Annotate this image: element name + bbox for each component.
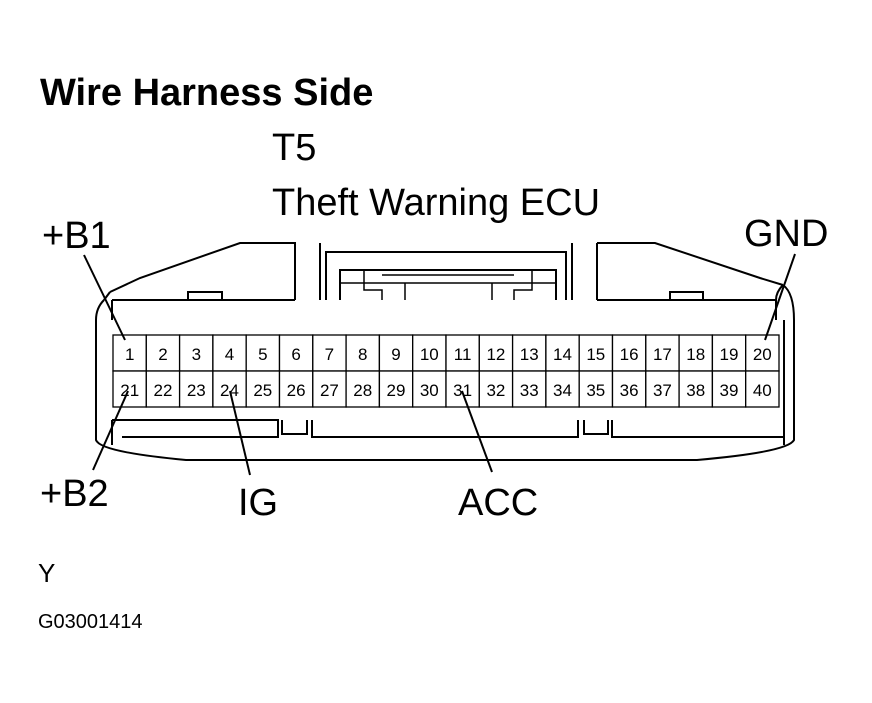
color-code: Y bbox=[38, 558, 55, 588]
pin-label-10: 10 bbox=[420, 345, 439, 364]
b2-leader bbox=[92, 390, 129, 471]
pin-label-37: 37 bbox=[653, 381, 672, 400]
pin-cell-31 bbox=[445, 370, 480, 408]
pin-label-19: 19 bbox=[720, 345, 739, 364]
pin-cell-8 bbox=[345, 334, 381, 372]
pin-label-28: 28 bbox=[353, 381, 372, 400]
acc-leader bbox=[461, 390, 493, 473]
b1-leader bbox=[83, 254, 126, 341]
pin-label-38: 38 bbox=[686, 381, 705, 400]
pin-label-24: 24 bbox=[220, 381, 239, 400]
pin-cell-9 bbox=[378, 334, 414, 372]
connector-code: T5 bbox=[272, 127, 316, 169]
pin-cell-39 bbox=[711, 370, 747, 408]
acc-label: ACC bbox=[458, 482, 538, 524]
pin-cell-23 bbox=[178, 370, 214, 408]
pin-cell-17 bbox=[645, 334, 680, 372]
pin-label-3: 3 bbox=[192, 345, 201, 364]
pin-label-27: 27 bbox=[320, 381, 339, 400]
pin-label-9: 9 bbox=[391, 345, 400, 364]
pin-label-35: 35 bbox=[586, 381, 605, 400]
pin-label-26: 26 bbox=[287, 381, 306, 400]
pin-cell-33 bbox=[511, 370, 547, 408]
pin-cell-11 bbox=[445, 334, 480, 372]
connector-name: Theft Warning ECU bbox=[272, 182, 600, 224]
pin-cell-27 bbox=[312, 370, 347, 408]
pin-label-34: 34 bbox=[553, 381, 572, 400]
pin-cell-25 bbox=[245, 370, 281, 408]
pin-label-36: 36 bbox=[620, 381, 639, 400]
pin-cell-2 bbox=[145, 334, 181, 372]
pin-cell-35 bbox=[578, 370, 614, 408]
gnd-leader bbox=[764, 253, 796, 341]
pin-cell-19 bbox=[711, 334, 747, 372]
callout-leaders bbox=[83, 253, 796, 476]
pin-label-25: 25 bbox=[253, 381, 272, 400]
pin-label-4: 4 bbox=[225, 345, 234, 364]
pin-label-8: 8 bbox=[358, 345, 367, 364]
pin-label-14: 14 bbox=[553, 345, 572, 364]
pin-cell-37 bbox=[645, 370, 680, 408]
pin-cell-29 bbox=[378, 370, 414, 408]
pin-cell-38 bbox=[678, 370, 714, 408]
pin-label-2: 2 bbox=[158, 345, 167, 364]
gnd-label: GND bbox=[744, 213, 828, 255]
connector-housing bbox=[95, 242, 795, 461]
pin-cell-15 bbox=[578, 334, 614, 372]
pin-label-29: 29 bbox=[387, 381, 406, 400]
pin-label-39: 39 bbox=[720, 381, 739, 400]
pin-label-13: 13 bbox=[520, 345, 539, 364]
b1-label: +B1 bbox=[42, 215, 111, 257]
pin-label-1: 1 bbox=[125, 345, 134, 364]
pin-cell-10 bbox=[412, 334, 447, 372]
pin-cell-7 bbox=[312, 334, 347, 372]
pin-label-33: 33 bbox=[520, 381, 539, 400]
diagram-title: Wire Harness Side bbox=[40, 72, 373, 114]
pin-cell-40 bbox=[745, 370, 780, 408]
pin-cell-24 bbox=[212, 370, 247, 408]
pin-cell-13 bbox=[511, 334, 547, 372]
pin-label-30: 30 bbox=[420, 381, 439, 400]
pin-label-12: 12 bbox=[486, 345, 505, 364]
b2-label: +B2 bbox=[40, 473, 109, 515]
pin-label-21: 21 bbox=[120, 381, 139, 400]
pin-label-5: 5 bbox=[258, 345, 267, 364]
pin-label-6: 6 bbox=[291, 345, 300, 364]
pin-label-16: 16 bbox=[620, 345, 639, 364]
pin-cell-20 bbox=[745, 334, 780, 372]
pin-label-18: 18 bbox=[686, 345, 705, 364]
pin-label-31: 31 bbox=[453, 381, 472, 400]
pin-cell-6 bbox=[278, 334, 314, 372]
pin-label-32: 32 bbox=[486, 381, 505, 400]
figure-id: G03001414 bbox=[38, 611, 143, 633]
ig-label: IG bbox=[238, 482, 278, 524]
ig-leader bbox=[229, 390, 251, 476]
pin-cell-4 bbox=[212, 334, 247, 372]
pin-label-11: 11 bbox=[454, 345, 472, 364]
pin-label-40: 40 bbox=[753, 381, 772, 400]
pin-label-17: 17 bbox=[653, 345, 672, 364]
pin-label-20: 20 bbox=[753, 345, 772, 364]
pin-label-23: 23 bbox=[187, 381, 206, 400]
pin-label-7: 7 bbox=[325, 345, 334, 364]
pin-label-15: 15 bbox=[586, 345, 605, 364]
pin-cell-18 bbox=[678, 334, 714, 372]
pin-label-22: 22 bbox=[154, 381, 173, 400]
pin-cell-12 bbox=[478, 334, 514, 372]
